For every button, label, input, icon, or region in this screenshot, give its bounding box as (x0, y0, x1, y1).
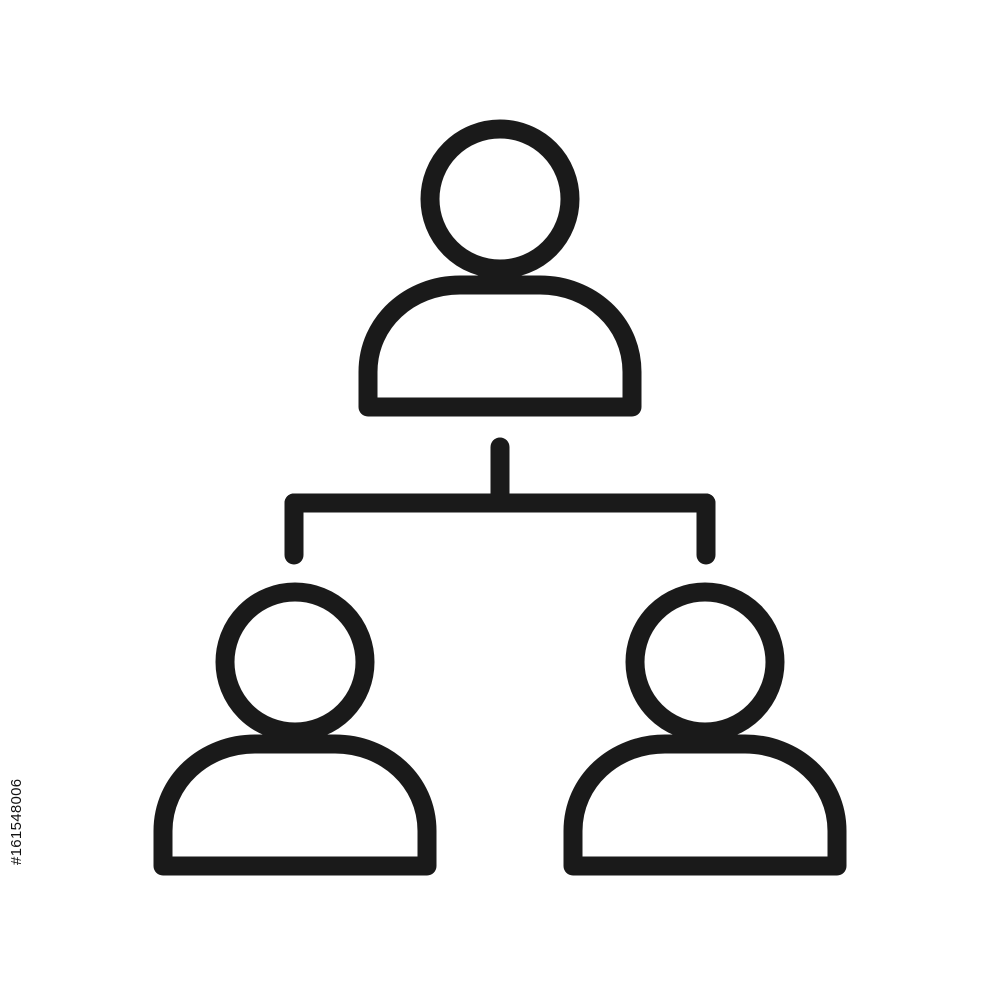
hierarchy-connector (284, 437, 716, 565)
left-person-icon (153, 582, 437, 876)
right-person-icon (563, 582, 847, 876)
top-person-head (420, 119, 580, 279)
top-person-body (358, 275, 642, 417)
top-person-icon (358, 119, 642, 417)
left-person-head (215, 582, 375, 742)
left-person-body (153, 734, 437, 876)
stock-image-id: #161548006 (8, 778, 25, 866)
right-person-body (563, 734, 847, 876)
right-person-head (625, 582, 785, 742)
